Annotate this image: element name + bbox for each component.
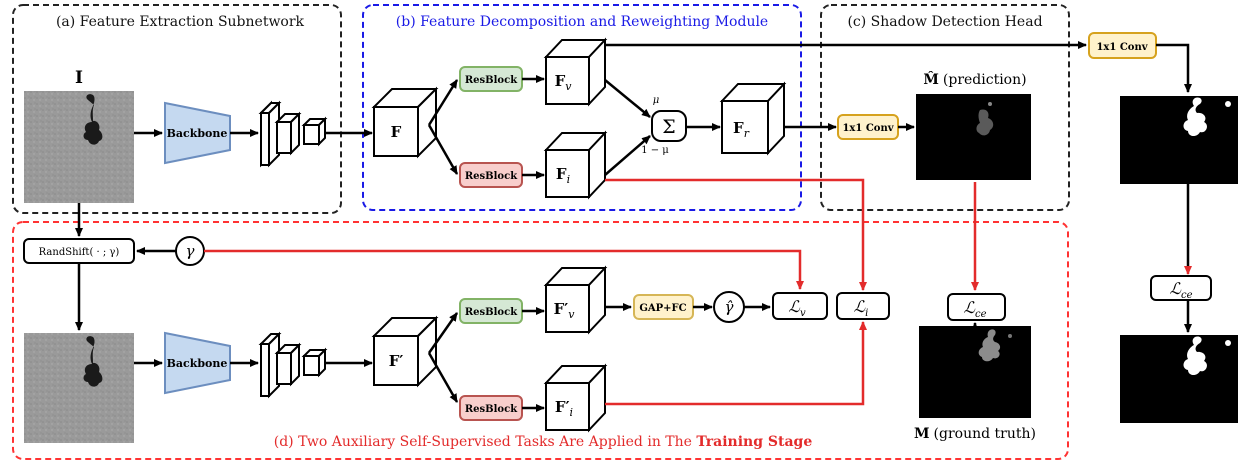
arrow-Fi-sum <box>604 135 651 176</box>
arrow-Fpi-loss-i <box>605 321 867 406</box>
feature-pyramid-icon <box>258 100 328 168</box>
panel-a-title: (a) Feature Extraction Subnetwork <box>56 14 305 30</box>
arrow-F-resblock-green <box>427 79 459 126</box>
right-gt-mask <box>1120 335 1238 423</box>
panel-b-title: (b) Feature Decomposition and Reweightin… <box>396 14 768 30</box>
loss-v-block <box>772 292 828 320</box>
prediction-mask <box>916 94 1031 180</box>
feature-Fprime-label: F′ <box>389 352 404 370</box>
feature-F-label: F <box>391 123 402 141</box>
loss-ce-block <box>947 293 1006 321</box>
resblock-v-top-label: ResBlock <box>465 75 518 86</box>
loss-ce-label: ℒce <box>963 298 986 320</box>
shifted-input-image <box>24 333 134 443</box>
resblock-v-bottom-label: ResBlock <box>465 307 518 318</box>
loss-ce-right-label: ℒce <box>1169 279 1192 301</box>
loss-i-block <box>836 292 890 320</box>
feature-cube-Fv <box>543 37 608 107</box>
panel-a-border <box>12 4 342 214</box>
feature-cube-Fprime-v <box>543 265 608 335</box>
resblock-i-top-label: ResBlock <box>465 171 518 182</box>
arrow-Fv-sum <box>604 79 651 118</box>
conv1x1-head-label: 1x1 Conv <box>842 123 894 134</box>
backbone-label-bottom: Backbone <box>167 357 228 370</box>
arrow-Fp-resblock-green <box>427 312 459 354</box>
randshift-label: RandShift( · ; γ) <box>39 247 120 258</box>
arrow-gamma-loss-v <box>204 249 804 290</box>
gap-fc-label: GAP+FC <box>639 303 686 314</box>
feature-pyramid-icon-bottom <box>258 331 328 399</box>
gamma-hat-label: γ̂ <box>725 298 734 316</box>
feature-cube-Fr <box>719 81 787 156</box>
arrow-conv-right-mask <box>1156 43 1192 93</box>
feature-Fi-label: Fi <box>556 165 570 186</box>
arrow-F-resblock-red <box>427 124 459 175</box>
panel-b-border <box>362 4 802 211</box>
one-minus-mu-label: 1 − μ <box>641 145 669 156</box>
loss-i-label: ℒi <box>854 297 869 319</box>
feature-cube-Fprime <box>371 315 439 388</box>
feature-Fprime-i-label: F′i <box>555 398 573 419</box>
input-image-label: I <box>75 68 83 88</box>
backbone-label: Backbone <box>167 127 228 140</box>
feature-cube-Fprime-i <box>543 363 608 433</box>
loss-ce-right <box>1150 275 1212 301</box>
mu-label: μ <box>653 95 660 106</box>
backbone-block-bottom <box>164 331 231 395</box>
ground-truth-mask <box>919 326 1031 418</box>
feature-cube-F <box>371 86 439 159</box>
loss-v-label: ℒv <box>788 297 806 319</box>
right-prediction-mask <box>1120 96 1238 184</box>
gamma-label: γ <box>186 242 195 260</box>
ground-truth-label: M(ground truth) <box>914 426 1036 442</box>
panel-c-title: (c) Shadow Detection Head <box>847 14 1042 30</box>
panel-c-border <box>820 4 1070 211</box>
resblock-i-bottom-label: ResBlock <box>465 404 518 415</box>
sum-symbol: Σ <box>662 116 675 138</box>
backbone-block <box>164 101 231 165</box>
input-image <box>24 91 134 203</box>
conv1x1-right-label: 1x1 Conv <box>1096 42 1148 53</box>
feature-Fv-label: Fv <box>555 72 573 93</box>
panel-d-border <box>12 221 1069 460</box>
panel-d-title: (d) Two Auxiliary Self-Supervised Tasks … <box>274 434 813 450</box>
feature-Fr-label: Fr <box>733 119 750 140</box>
prediction-label: M̂(prediction) <box>923 70 1026 88</box>
feature-Fprime-v-label: F′v <box>554 300 576 321</box>
arrow-Fi-loss-i <box>605 178 867 291</box>
arrow-Fp-resblock-red <box>427 352 459 403</box>
feature-cube-Fi <box>543 130 608 200</box>
